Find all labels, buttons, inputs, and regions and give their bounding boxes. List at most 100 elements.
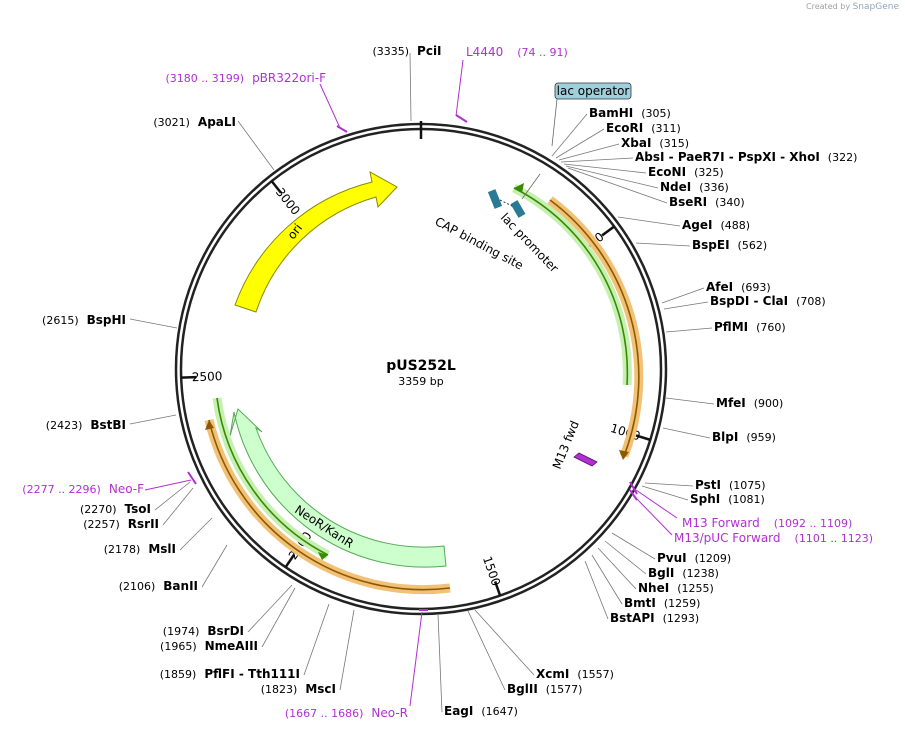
site-leader-line (663, 301, 709, 310)
site-label: (1974) BsrDI (163, 624, 244, 638)
site-absi[interactable]: AbsI - PaeR7I - PspXI - XhoI(322) (560, 150, 857, 164)
site-pcii[interactable]: (3335)PciI (372, 44, 442, 122)
site-bspdi[interactable]: BspDI - ClaI(708) (663, 294, 826, 310)
primer-name: pBR322ori-F (252, 71, 326, 85)
site-bamhi[interactable]: BamHI(305) (551, 106, 671, 157)
site-psti[interactable]: PstI(1075) (644, 478, 766, 492)
site-leader-line (597, 547, 637, 590)
primer-name: Neo-F (109, 482, 144, 496)
site-leader-line (437, 613, 443, 713)
site-eagi[interactable]: EagI(1647) (437, 613, 518, 718)
site-leader-line (179, 517, 213, 551)
lac-operator-box-leader (551, 98, 558, 147)
site-label: BglI(1238) (648, 566, 719, 580)
site-sphi[interactable]: SphI (1081) (641, 485, 765, 506)
site-bsphi[interactable]: (2615)BspHI (42, 313, 178, 329)
primer-mark (187, 471, 197, 485)
feature-green-left[interactable] (212, 397, 331, 560)
site-label: BmtI (1259) (624, 596, 700, 610)
created-by-text: Created by (806, 2, 851, 11)
site-name: PflFI - Tth111I (204, 667, 300, 681)
green-line-right (513, 187, 629, 386)
site-ecori[interactable]: EcoRI(311) (555, 121, 681, 159)
feature-ori[interactable]: ori (234, 171, 398, 313)
site-position: (1259) (664, 597, 701, 610)
site-ndei[interactable]: NdeI(336) (565, 165, 729, 194)
site-label: BglII(1577) (507, 682, 582, 696)
feature-orange-left[interactable] (204, 418, 451, 595)
site-name: BmtI (624, 596, 656, 610)
primer-pbr322ori-f[interactable]: (3180 .. 3199)pBR322ori-F (166, 71, 348, 133)
site-agei[interactable]: AgeI(488) (617, 216, 750, 232)
primer-name: Neo-R (371, 706, 408, 720)
site-position: (900) (754, 397, 784, 410)
primer-neo-f[interactable]: (2277 .. 2296)Neo-F (22, 471, 197, 496)
site-msci[interactable]: (1823)MscI (261, 609, 355, 696)
site-leader-line (665, 327, 713, 333)
site-position: (1081) (728, 493, 765, 506)
feature-neokanr[interactable]: NeoR/KanR (229, 408, 447, 568)
site-bseri[interactable]: BseRI(340) (567, 167, 745, 209)
site-name: EagI (444, 704, 473, 718)
feature-m13-fwd[interactable]: M13 fwd (550, 419, 598, 471)
site-blpi[interactable]: BlpI(959) (662, 427, 776, 444)
feature-green-right[interactable] (511, 183, 632, 386)
site-name: BspEI (692, 238, 730, 252)
site-msli[interactable]: (2178)MslI (104, 517, 213, 556)
site-name: PflMI (714, 320, 748, 334)
site-xbai[interactable]: XbaI(315) (558, 136, 689, 161)
site-name: SphI (690, 492, 720, 506)
site-bgli[interactable]: BglI(1238) (604, 540, 719, 580)
site-label: (2615)BspHI (42, 313, 126, 327)
site-rsrii[interactable]: (2257)RsrII (83, 487, 194, 531)
site-name: MslI (148, 542, 176, 556)
site-bstbi[interactable]: (2423)BstBI (46, 414, 177, 432)
site-label: AfeI(693) (706, 280, 771, 294)
site-leader-line (604, 540, 647, 575)
primer-neo-r[interactable]: (1667 .. 1686)Neo-R (285, 609, 428, 720)
site-position: (708) (796, 295, 826, 308)
site-position: (311) (651, 122, 681, 135)
feature-orange-right[interactable] (547, 196, 644, 460)
site-position: (1859) (160, 668, 197, 681)
site-banii[interactable]: (2106)BanII (119, 544, 228, 593)
site-name: NmeAIII (205, 639, 258, 653)
site-bstapi[interactable]: BstAPI(1293) (584, 560, 699, 625)
site-bglii[interactable]: BglII(1577) (467, 610, 582, 696)
site-position: (488) (720, 219, 750, 232)
site-nhei[interactable]: NheI(1255) (597, 547, 714, 595)
site-name: BsrDI (207, 624, 244, 638)
site-tsoi[interactable]: (2270)TsoI (80, 481, 191, 516)
site-label: PvuI(1209) (657, 551, 731, 565)
site-mfei[interactable]: MfeI(900) (665, 396, 783, 410)
site-leader-line (339, 609, 355, 691)
site-pvui[interactable]: PvuI(1209) (611, 532, 731, 565)
lac-operator-block (510, 200, 526, 218)
site-label: MfeI(900) (716, 396, 783, 410)
site-position: (1974) (163, 625, 200, 638)
site-label: (2257)RsrII (83, 517, 159, 531)
site-name: BstAPI (610, 611, 655, 625)
site-bmti[interactable]: BmtI (1259) (591, 554, 700, 610)
tick-label-1500: 1500 (480, 554, 503, 587)
primer-range: (1092 .. 1109) (774, 517, 853, 530)
site-afei[interactable]: AfeI(693) (661, 280, 771, 304)
site-leader-line (644, 482, 694, 487)
site-name: BstBI (90, 418, 126, 432)
site-pflfi[interactable]: (1859) PflFI - Tth111I (160, 603, 330, 681)
site-label: (2423)BstBI (46, 418, 126, 432)
site-pflmi[interactable]: PflMI(760) (665, 320, 786, 334)
primer-l4440[interactable]: L4440(74 .. 91) (455, 45, 568, 123)
site-xcmi[interactable]: XcmI(1557) (474, 609, 614, 681)
site-econi[interactable]: EcoNI(325) (563, 163, 724, 179)
site-label: XcmI(1557) (536, 667, 614, 681)
site-position: (305) (641, 107, 671, 120)
primer-m13-forward[interactable]: M13 Forward(1092 .. 1109) (629, 481, 853, 530)
site-apali[interactable]: (3021)ApaLI (153, 115, 275, 171)
primer-m13-puc-forward[interactable]: M13/pUC Forward(1101 .. 1123) (629, 489, 873, 545)
site-bspei[interactable]: BspEI(562) (635, 238, 767, 252)
site-bsrdi[interactable]: (1974) BsrDI (163, 584, 293, 638)
site-nmeaiii[interactable]: (1965)NmeAIII (160, 587, 296, 653)
orange-line-left (208, 419, 451, 591)
primer-label: (2277 .. 2296)Neo-F (22, 482, 144, 496)
